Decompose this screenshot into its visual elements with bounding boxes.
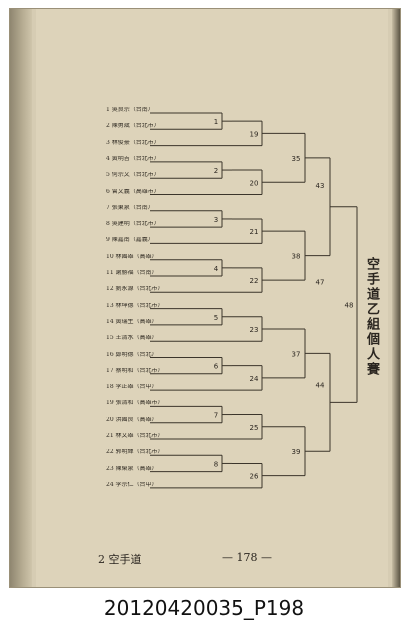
player-entry: 2 陳勇斌（台北市）: [106, 123, 160, 130]
match-number: 4: [214, 265, 219, 273]
player-entry: 18 李正雄（台中）: [106, 384, 158, 391]
match-number: 2: [214, 167, 218, 175]
event-title: 空手道乙組個人賽: [364, 257, 379, 377]
player-entry: 24 李宗仁（台中）: [106, 481, 158, 488]
match-number: 8: [214, 460, 218, 468]
player-entry: 22 郭明輝（台北市）: [106, 449, 164, 456]
match-number: 24: [250, 375, 259, 383]
match-number: 21: [250, 228, 259, 236]
match-number: 44: [316, 381, 325, 389]
player-entry: 5 何宗文（台北市）: [106, 172, 160, 179]
player-entry: 21 林文雄（台北市）: [106, 433, 164, 439]
match-number: 20: [250, 179, 259, 187]
player-entry: 20 洪國良（高雄）: [106, 416, 158, 423]
match-number: 25: [250, 424, 259, 432]
player-entry: 7 張東泉（台南）: [106, 204, 154, 211]
match-number: 37: [292, 350, 301, 358]
player-entry: 3 林俊豪（台北市）: [106, 139, 160, 146]
player-entry: 11 謝勝福（台南）: [106, 270, 158, 276]
player-entry: 4 黃明吉（台北市）: [106, 155, 160, 162]
match-number: 23: [250, 326, 259, 334]
player-entry: 9 陳嘉南（嘉義）: [106, 237, 154, 244]
page-number: — 178 —: [222, 551, 272, 564]
match-number: 22: [250, 277, 259, 285]
match-number: 19: [250, 130, 259, 138]
player-entry: 19 張清和（高雄市）: [106, 400, 164, 407]
match-number: 38: [292, 253, 301, 261]
player-entry: 16 鄭明德（台北）: [106, 351, 158, 358]
match-number: 48: [345, 302, 354, 310]
match-number: 6: [214, 363, 219, 371]
match-number: 47: [316, 279, 325, 287]
footer-section: 2 空手道: [98, 553, 142, 566]
image-caption: 20120420035_P198: [103, 596, 305, 620]
match-number: 43: [316, 182, 325, 190]
player-entry: 14 黃瑞生（高雄）: [106, 318, 158, 325]
page-edge: [392, 9, 400, 587]
book-gutter: [10, 9, 32, 587]
player-entry: 17 蔡明和（台北市）: [106, 367, 164, 374]
match-number: 26: [250, 473, 259, 481]
player-entry: 1 吳良宗（台南）: [106, 107, 154, 113]
player-entry: 13 林坤德（台北市）: [106, 302, 164, 309]
match-number: 3: [214, 216, 218, 224]
player-entry: 12 劉永源（台北市）: [106, 286, 164, 293]
player-entry: 15 王清水（高雄）: [106, 335, 158, 342]
page-surface: [36, 9, 388, 587]
player-entry: 23 陳榮泉（高雄）: [106, 465, 158, 472]
match-number: 39: [292, 448, 301, 456]
player-entry: 6 曾文義（高雄市）: [106, 188, 160, 195]
match-number: 7: [214, 412, 218, 420]
player-entry: 8 吳建明（台北市）: [106, 221, 160, 228]
match-number: 5: [214, 314, 218, 322]
player-entry: 10 林國雄（高雄）: [106, 253, 158, 260]
match-number: 35: [292, 155, 301, 163]
match-number: 1: [214, 118, 218, 126]
